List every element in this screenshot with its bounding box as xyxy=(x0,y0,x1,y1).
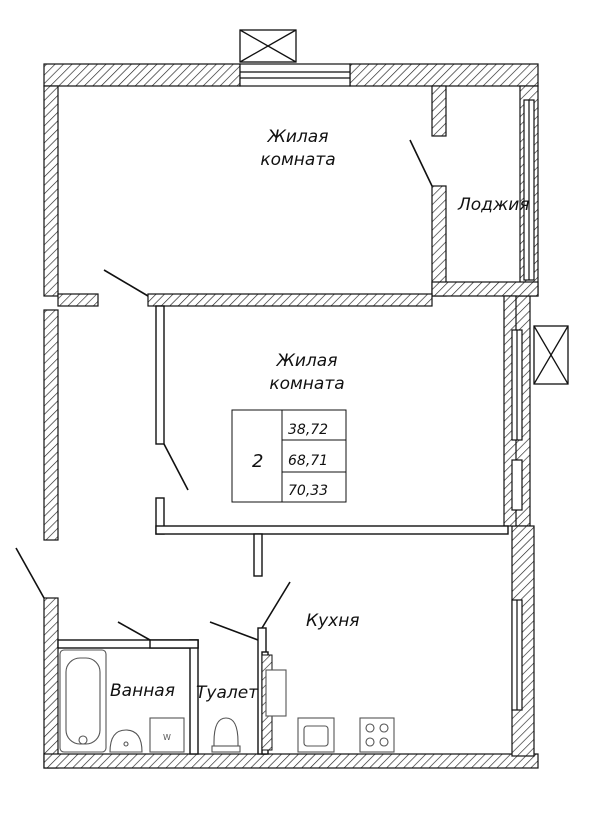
washer-label: W xyxy=(163,733,171,742)
kitchen-fixtures xyxy=(265,669,395,753)
windows xyxy=(239,63,535,711)
bathtub-drain xyxy=(78,735,88,745)
doors xyxy=(15,139,433,641)
living-room-2-line-2: комната xyxy=(269,374,345,394)
toilet-label: Туалет xyxy=(196,683,259,703)
living-room-1-line-2: комната xyxy=(260,150,336,170)
total-area-value: 68,71 xyxy=(288,453,329,469)
bathroom-label: Ванная xyxy=(110,681,175,701)
living-room-2-label: Жилая комната xyxy=(262,350,352,396)
washing-machine xyxy=(149,717,185,753)
kitchen-label: Кухня xyxy=(306,611,360,631)
bathroom-fixtures: W xyxy=(59,649,241,753)
living-room-1-label: Жилая комната xyxy=(258,126,338,172)
living-room-1-line-1: Жилая xyxy=(267,127,329,147)
sink xyxy=(109,729,143,753)
living-room-2-line-1: Жилая xyxy=(276,351,338,371)
ventilation-shafts xyxy=(239,29,569,385)
living-area-value: 38,72 xyxy=(288,422,329,438)
toilet-bowl xyxy=(213,717,239,753)
stove xyxy=(359,717,395,753)
loggia-label: Лоджия xyxy=(458,195,530,215)
rooms-count: 2 xyxy=(252,451,264,472)
area-table xyxy=(231,409,347,503)
total-area-with-loggia-value: 70,33 xyxy=(288,483,329,499)
